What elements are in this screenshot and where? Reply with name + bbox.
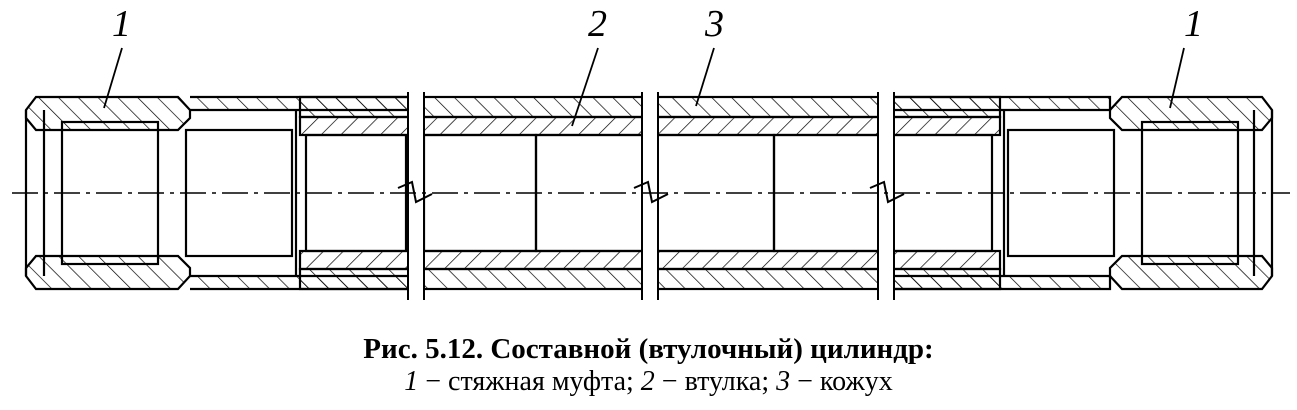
right-sleeve-top [890, 95, 1112, 112]
center-bore-3 [654, 133, 776, 253]
legend-text-1: стяжная муфта; [448, 366, 634, 397]
label-3: 3 [704, 3, 724, 45]
left-coupling-top-wall [24, 95, 192, 132]
caption-legend: 1 − стяжная муфта; 2 − втулка; 3 − кожух [0, 366, 1297, 398]
caption-title: Рис. 5.12. Составной (втулочный) цилиндр… [363, 333, 934, 365]
legend-text-3: кожух [819, 366, 893, 397]
right-sleeve-bottom [890, 274, 1112, 291]
figure-caption: Рис. 5.12. Составной (втулочный) цилиндр… [0, 332, 1297, 398]
legend-sep: − [654, 366, 685, 397]
label-1-left: 1 [112, 3, 131, 45]
legend-sep: − [790, 366, 820, 397]
legend-sep: − [418, 366, 449, 397]
right-coupling-bottom-wall [1108, 254, 1274, 291]
label-2: 2 [588, 3, 607, 45]
left-coupling-bottom-wall [24, 254, 192, 291]
break-lines [397, 92, 905, 300]
legend-text-2: втулка; [684, 366, 770, 397]
label-1-right: 1 [1184, 3, 1203, 45]
cylinder-section-drawing: 1 2 3 1 [12, 3, 1290, 302]
legend-num-1: 1 [404, 366, 419, 397]
legend-num-2: 2 [640, 366, 655, 397]
right-coupling-top-wall [1108, 95, 1274, 132]
legend-num-3: 3 [776, 366, 791, 397]
